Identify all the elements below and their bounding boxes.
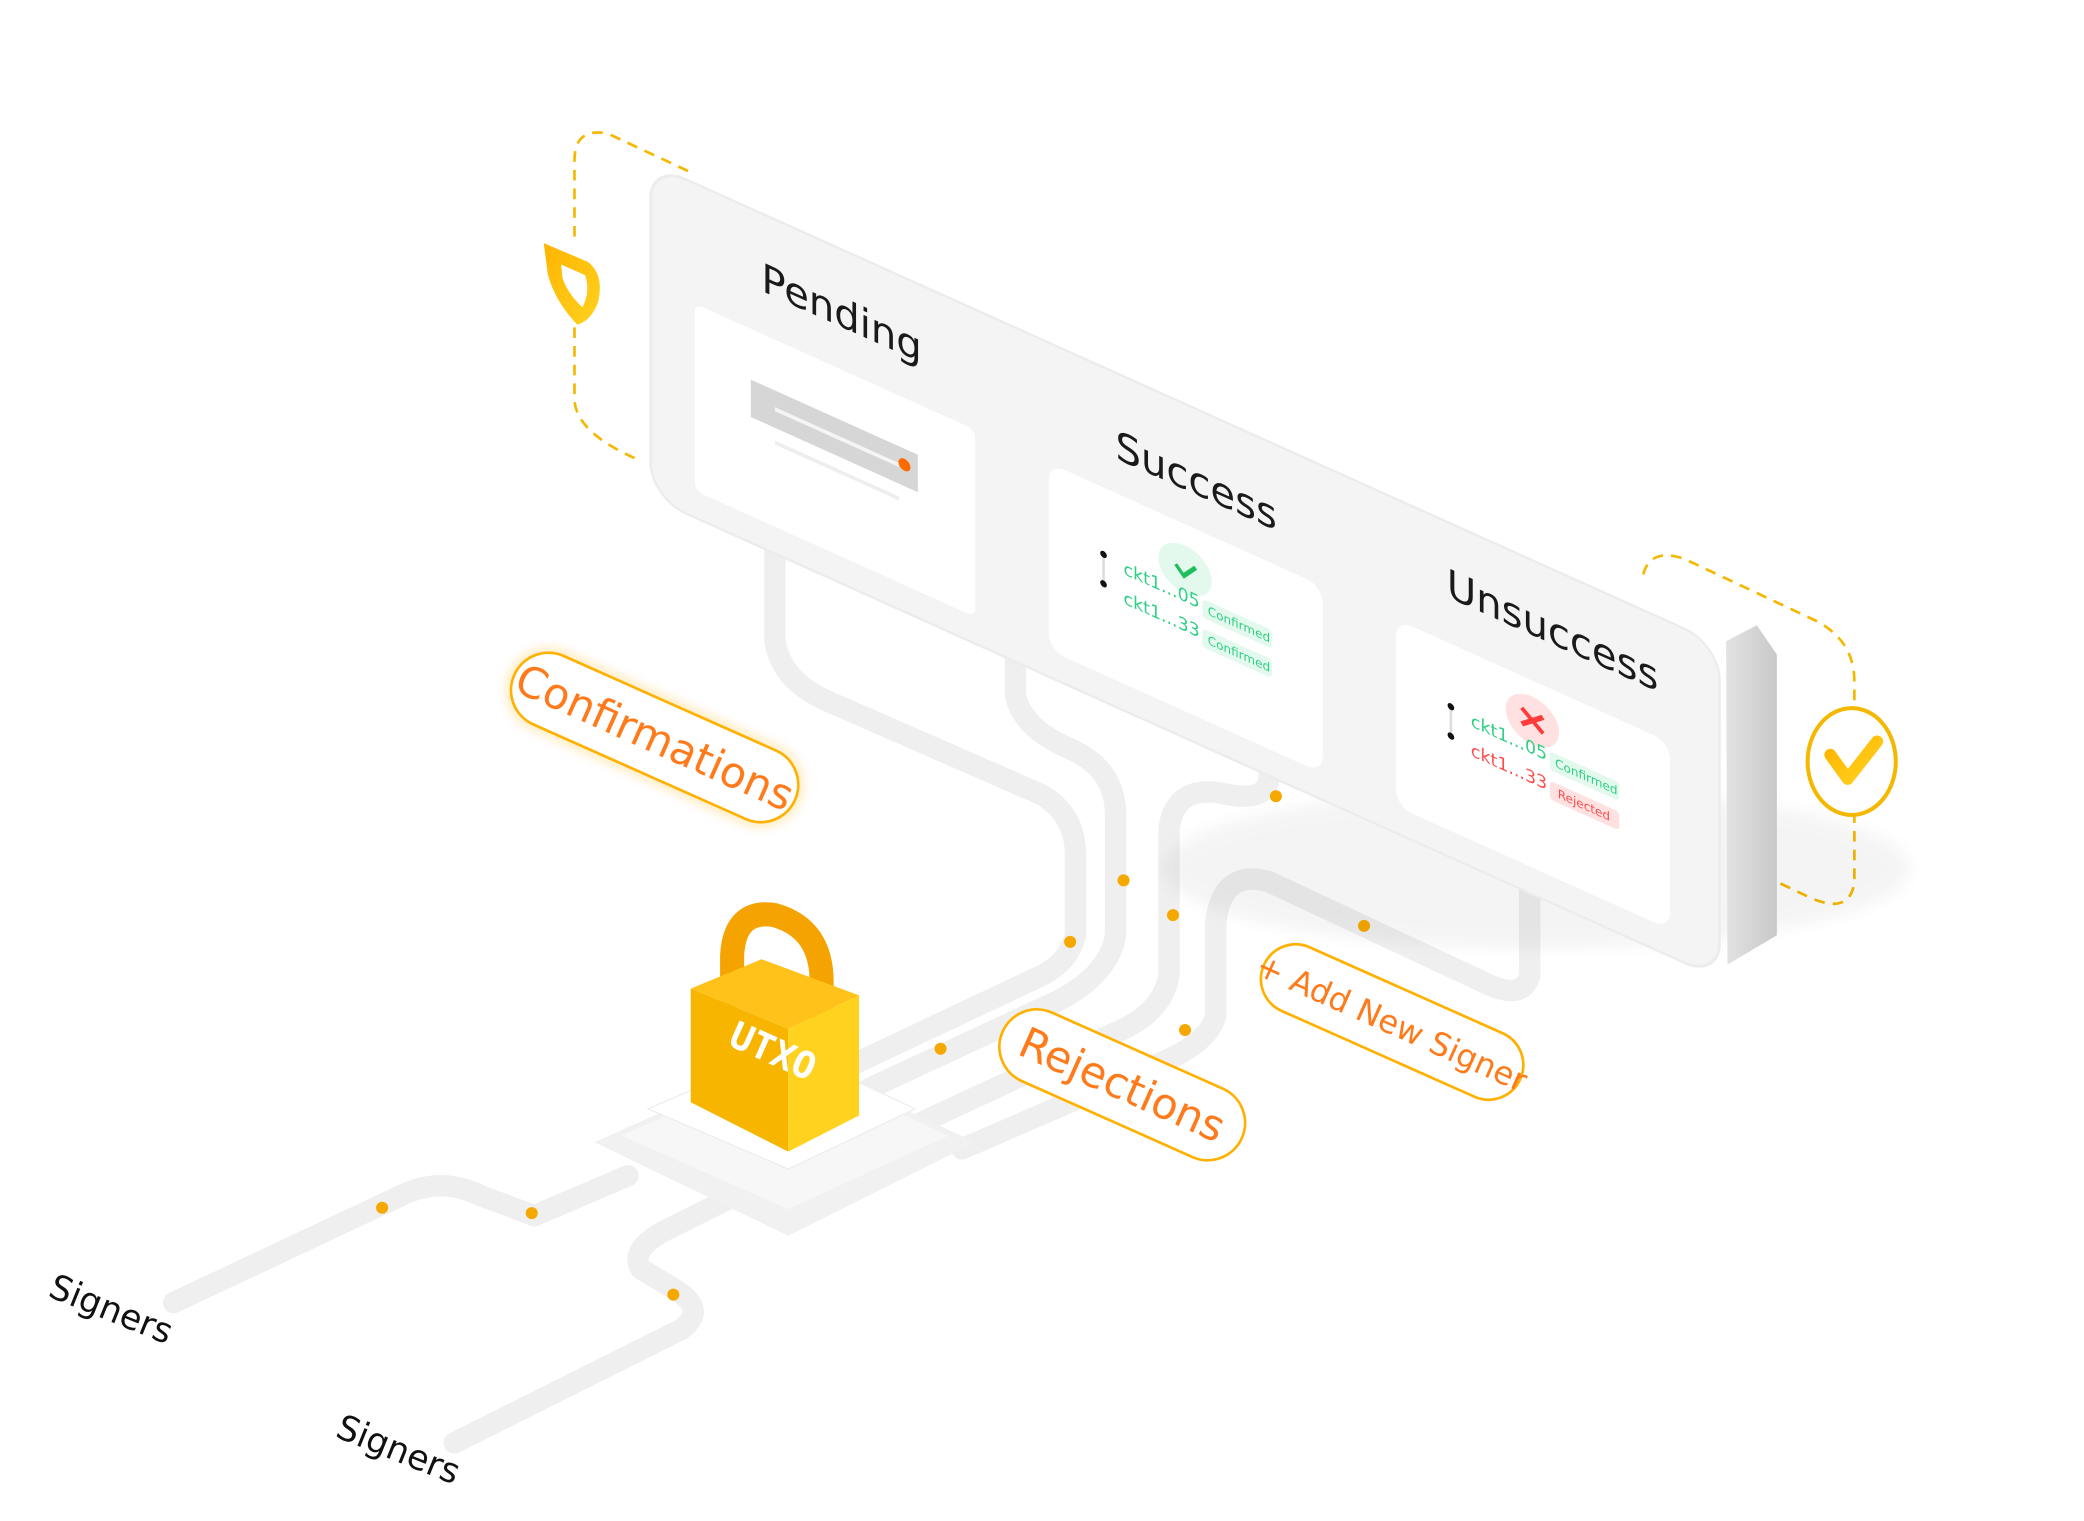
x-icon [1520,706,1545,735]
check-circle-icon [1805,706,1898,817]
add-new-signer-text: + Add New Signer [1251,946,1534,1100]
board-side [1726,625,1777,965]
add-new-signer-label[interactable]: + Add New Signer [1245,931,1541,1114]
signers-label-2: Signers [331,1407,466,1493]
pending-card [694,306,976,615]
success-status [1158,542,1212,597]
status-board: Pending Success ckt1...05 Confirmed ckt1… [649,174,1721,968]
check-icon [1174,563,1198,579]
signers-label-1: Signers [43,1267,178,1353]
confirmations-label: Confirmations [507,648,803,827]
pending-dot [898,458,911,472]
success-card: ckt1...05 Confirmed ckt1...33 Confirmed [1048,468,1323,768]
shield-icon [543,243,600,325]
unsuccess-card: ckt1...05 Confirmed ckt1...33 Rejected [1396,624,1670,924]
lock-icon: UTXO [690,902,860,1152]
